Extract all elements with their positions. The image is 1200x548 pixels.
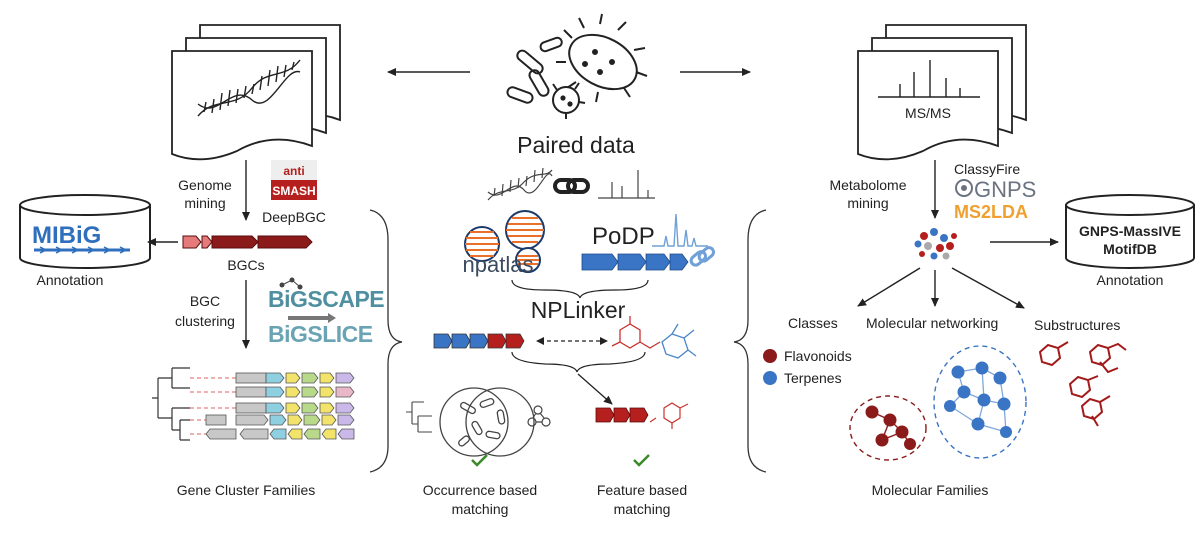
paired-data-title: Paired data (517, 132, 635, 158)
feature-gene-arrows (595, 407, 649, 423)
spectrum-mini-icon (598, 170, 655, 199)
arrow-to-substructures (951, 267, 1025, 309)
gnps-annotation-label: Annotation (1097, 272, 1164, 288)
terpene-family-network (933, 345, 1027, 459)
occurrence-tree-icon (406, 401, 432, 433)
bgc-clustering-label-2: clustering (175, 313, 235, 329)
legend-terpenes-label: Terpenes (784, 370, 842, 386)
right-brace (733, 209, 767, 473)
podp-label: PoDP (592, 223, 655, 250)
svg-text:npatlas: npatlas (463, 252, 534, 277)
arrow-to-feature (577, 373, 613, 405)
msms-pages-icon (857, 24, 1027, 161)
nplinker-brace (511, 279, 649, 299)
gcf-tree (152, 367, 190, 441)
metabolome-mining-label-1: Metabolome (829, 177, 906, 193)
nplinker-title: NPLinker (531, 297, 626, 323)
dna-mini-icon (487, 167, 553, 201)
occurrence-check-icon (471, 454, 488, 467)
podp-gene-arrows (581, 253, 689, 271)
microbes-icon (506, 13, 648, 119)
gene-cluster-families-label: Gene Cluster Families (177, 482, 316, 498)
metabolome-mining-label-2: mining (847, 195, 888, 211)
feature-brace (511, 351, 646, 373)
antismash-logo: anti SMASH (271, 160, 317, 200)
genome-mining-label-1: Genome (178, 177, 232, 193)
nplinker-molecule-icon (611, 316, 697, 359)
occurrence-network-icon (527, 405, 551, 427)
left-brace (369, 209, 403, 473)
arrow-to-classes (857, 267, 921, 307)
svg-text:SMASH: SMASH (272, 184, 315, 198)
classes-label: Classes (788, 315, 838, 331)
legend-flavonoids-swatch (763, 349, 777, 363)
msms-spectrum-icon (878, 60, 980, 98)
legend-terpenes-swatch (763, 371, 777, 385)
db-line-2: MotifDB (1103, 241, 1157, 257)
mibig-logo: MIBiG (32, 222, 101, 249)
feature-label-1: Feature based (597, 482, 687, 498)
dna-icon (197, 59, 301, 117)
svg-text:GNPS: GNPS (974, 177, 1036, 202)
ms2lda-logo: MS2LDA (954, 202, 1028, 222)
msms-label: MS/MS (905, 105, 951, 121)
gnps-database-icon: GNPS-MassIVE MotifDB (1065, 194, 1195, 269)
bigscape-logo: BiGSCAPE (268, 277, 385, 312)
npatlas-logo: npatlas (463, 210, 545, 277)
mibig-database-icon: MIBiG (19, 194, 151, 269)
gnps-logo: GNPS (955, 177, 1036, 202)
svg-text:BiGSLICE: BiGSLICE (268, 321, 373, 347)
genome-mining-label-2: mining (184, 195, 225, 211)
metabolite-dot-cluster (914, 228, 957, 260)
feature-check-icon (633, 454, 650, 467)
feature-molecule-icon (649, 402, 689, 429)
legend-flavonoids-label: Flavonoids (784, 348, 852, 364)
occurrence-label-1: Occurrence based (423, 482, 537, 498)
svg-text:BiGSCAPE: BiGSCAPE (268, 286, 384, 312)
classyfire-label: ClassyFire (954, 161, 1020, 177)
bgc-gene-arrows (182, 235, 313, 249)
venn-diagram-icon (439, 387, 535, 457)
flavonoid-family-network (849, 395, 927, 461)
nplinker-gene-arrows (433, 333, 525, 349)
svg-text:anti: anti (283, 164, 304, 178)
occurrence-label-2: matching (452, 501, 509, 517)
link-icon (553, 178, 590, 194)
substructure-icons (1038, 341, 1127, 427)
feature-label-2: matching (614, 501, 671, 517)
podp-spectrum-icon (652, 213, 708, 247)
deepbgc-label: DeepBGC (262, 209, 326, 225)
molecular-families-label: Molecular Families (872, 482, 989, 498)
genome-pages-icon (171, 24, 341, 161)
mibig-annotation-label: Annotation (37, 272, 104, 288)
bgc-clustering-label-1: BGC (190, 293, 220, 309)
gcf-gene-clusters (205, 372, 355, 440)
molecular-networking-label: Molecular networking (866, 315, 998, 331)
db-line-1: GNPS-MassIVE (1079, 223, 1181, 239)
podp-link-icon (689, 246, 716, 267)
gcf-dashed-links (190, 377, 236, 435)
bgcs-label: BGCs (227, 257, 264, 273)
substructures-label: Substructures (1034, 317, 1120, 333)
bigslice-logo: BiGSLICE (268, 313, 373, 347)
